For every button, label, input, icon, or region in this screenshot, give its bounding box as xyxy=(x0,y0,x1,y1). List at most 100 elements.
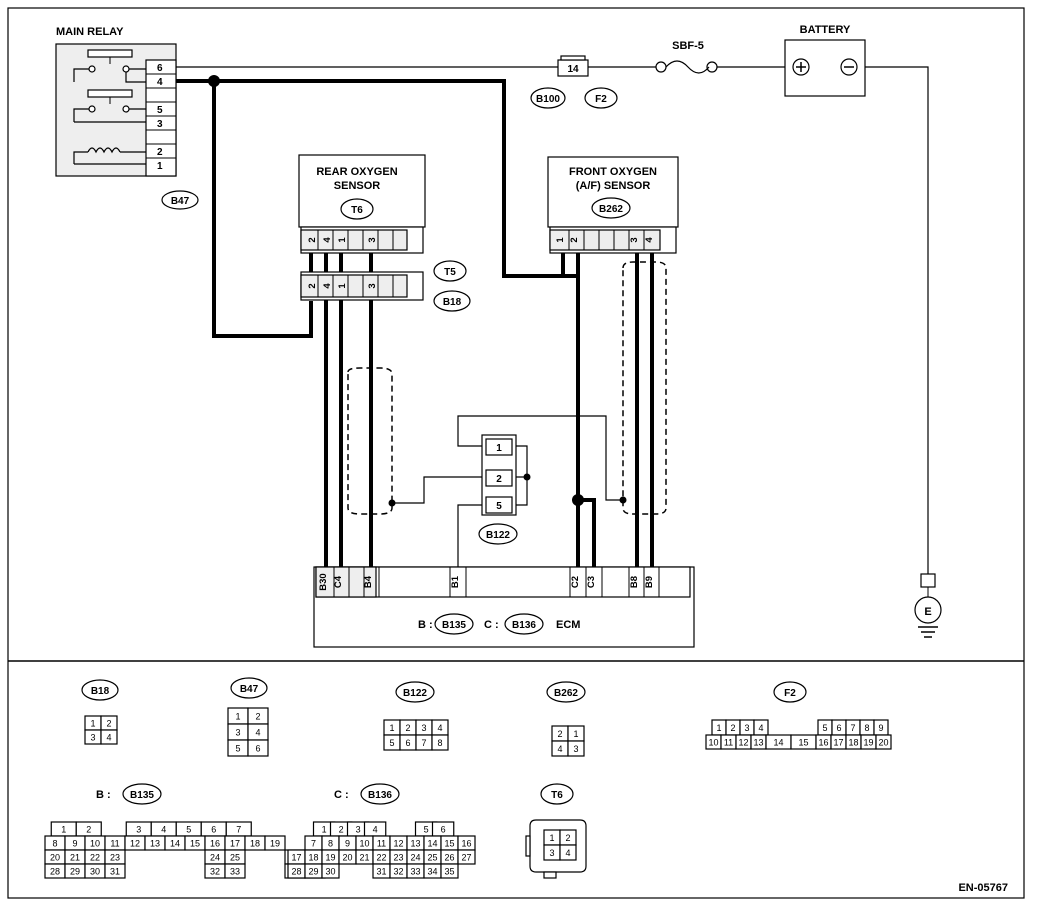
rear-shield xyxy=(347,367,393,515)
wire-battery-ground xyxy=(865,66,929,574)
legend-f2-pin: 19 xyxy=(863,738,873,748)
connector-f2-badge xyxy=(584,87,618,109)
legend-b135-pin: 33 xyxy=(230,867,240,877)
legend-f2-pin: 14 xyxy=(773,738,783,748)
legend-c136-pin: 31 xyxy=(376,867,386,877)
legend-b135-pin: 4 xyxy=(161,825,166,835)
b18-pin-1: 1 xyxy=(337,283,348,289)
splice-point xyxy=(208,75,220,87)
wire-front-to-ecm-c3 xyxy=(578,498,596,567)
legend-c136-cell xyxy=(440,863,459,879)
ground-icon xyxy=(914,596,942,624)
fuse-label: SBF-5 xyxy=(672,40,704,52)
legend-b47-pin: 5 xyxy=(235,744,240,754)
legend-f2-pin: 12 xyxy=(738,738,748,748)
legend-c136-pin: 30 xyxy=(325,867,335,877)
wire-relay-4-to-front-sensor xyxy=(176,79,578,278)
legend-b122-pin: 2 xyxy=(405,723,410,733)
legend-f2-pin: 7 xyxy=(850,723,855,733)
legend-b135-pin: 25 xyxy=(230,853,240,863)
legend-b122-pin: 6 xyxy=(405,738,410,748)
legend-b135-pin: 22 xyxy=(90,853,100,863)
legend-b135-pin: 5 xyxy=(186,825,191,835)
b122-pin-2: 2 xyxy=(496,474,502,485)
connector-t5-label: T5 xyxy=(444,267,456,278)
legend-c136-pin: 8 xyxy=(328,839,333,849)
legend-b135-pin: 16 xyxy=(210,839,220,849)
legend-f2-pin: 11 xyxy=(724,738,733,748)
legend-c136-pin: 17 xyxy=(291,853,301,863)
legend-b47-cell xyxy=(247,739,269,757)
front-oxygen-sensor: FRONT OXYGEN (A/F) SENSOR B262 1 2 3 4 xyxy=(547,156,679,254)
legend-b135-pin: 19 xyxy=(270,839,280,849)
legend-b135-cell xyxy=(224,863,246,879)
connector-b100-badge xyxy=(530,87,566,109)
legend-b135-pin: 28 xyxy=(50,867,60,877)
legend-b135-pin: 18 xyxy=(250,839,260,849)
legend-c136-pin: 6 xyxy=(441,825,446,835)
legend-b122-pin: 4 xyxy=(437,723,442,733)
legend-f2-cell xyxy=(875,734,892,750)
legend-b135-pin: 15 xyxy=(190,839,200,849)
legend-c136-pin: 29 xyxy=(308,867,318,877)
ecm-pin-b8: B8 xyxy=(629,576,640,588)
legend-f2-pin: 10 xyxy=(708,738,718,748)
legend-b18-pin: 4 xyxy=(106,733,111,743)
legend-c136-pin: 5 xyxy=(424,825,429,835)
legend-b135-pin: 21 xyxy=(70,853,80,863)
diagram-frame xyxy=(7,7,1025,899)
connector-b47-badge xyxy=(161,190,199,210)
ecm: B30 C4 B4 B1 C2 C3 B8 B9 B : B135 C : B1… xyxy=(313,566,695,648)
legend-b135-pin: 2 xyxy=(86,825,91,835)
main-relay-label: MAIN RELAY xyxy=(56,26,124,38)
legend-b135-pin: 24 xyxy=(210,853,220,863)
t6-pin-1: 1 xyxy=(337,237,348,243)
b122-pin-5: 5 xyxy=(496,501,502,512)
legend-b262-pin: 4 xyxy=(557,744,562,754)
legend-b122-pin: 8 xyxy=(437,738,442,748)
legend-b135-pin: 1 xyxy=(61,825,66,835)
battery: BATTERY xyxy=(784,24,866,97)
legend-f2-pin: 6 xyxy=(836,723,841,733)
fuse-number: 14 xyxy=(567,64,579,75)
legend-b135-pin: 3 xyxy=(136,825,141,835)
legend-c136-pin: 19 xyxy=(325,853,335,863)
legend-b47-pin: 4 xyxy=(255,728,260,738)
legend-b135-pin: 9 xyxy=(72,839,77,849)
legend-b122-pin: 1 xyxy=(389,723,394,733)
relay-pin-3: 3 xyxy=(157,119,163,130)
legend-b136-label: B136 xyxy=(368,790,392,801)
legend-b135-pin: 8 xyxy=(52,839,57,849)
legend-c136-pin: 35 xyxy=(444,867,454,877)
ground-e: E xyxy=(914,573,942,638)
legend-c136-pin: 25 xyxy=(427,853,437,863)
main-relay-pin-block xyxy=(145,59,177,177)
connector-f2-label: F2 xyxy=(595,94,607,105)
rear-sensor-label-2: SENSOR xyxy=(334,180,381,192)
fuse-sbf5: SBF-5 xyxy=(655,40,718,74)
legend-f2-pin: 8 xyxy=(864,723,869,733)
legend-b262-pin: 2 xyxy=(557,729,562,739)
legend-f2-pin: 4 xyxy=(758,723,763,733)
legend-f2-pin: 17 xyxy=(833,738,843,748)
connector-b47-label: B47 xyxy=(171,196,190,207)
relay-pin-4: 4 xyxy=(157,77,163,88)
legend-f2-pin: 18 xyxy=(848,738,858,748)
legend-b262-pin: 1 xyxy=(573,729,578,739)
legend-c136-pin: 34 xyxy=(427,867,437,877)
b262-pin-3: 3 xyxy=(629,237,640,242)
legend-c136-pin: 24 xyxy=(410,853,420,863)
battery-label: BATTERY xyxy=(800,24,851,36)
legend-c136-pin: 9 xyxy=(345,839,350,849)
legend-b18-pin: 1 xyxy=(90,719,95,729)
legend-c136-pin: 27 xyxy=(461,853,471,863)
front-shield xyxy=(622,261,667,515)
legend-t6-label: T6 xyxy=(551,790,563,801)
legend-c136-pin: 2 xyxy=(339,825,344,835)
ecm-b136-label: B136 xyxy=(512,620,536,631)
legend-c136-pin: 15 xyxy=(444,839,454,849)
b18-pin-4: 4 xyxy=(322,283,333,289)
legend-c136-pin: 12 xyxy=(393,839,403,849)
legend-b135-pin: 29 xyxy=(70,867,80,877)
legend-b135-pin: 32 xyxy=(210,867,220,877)
